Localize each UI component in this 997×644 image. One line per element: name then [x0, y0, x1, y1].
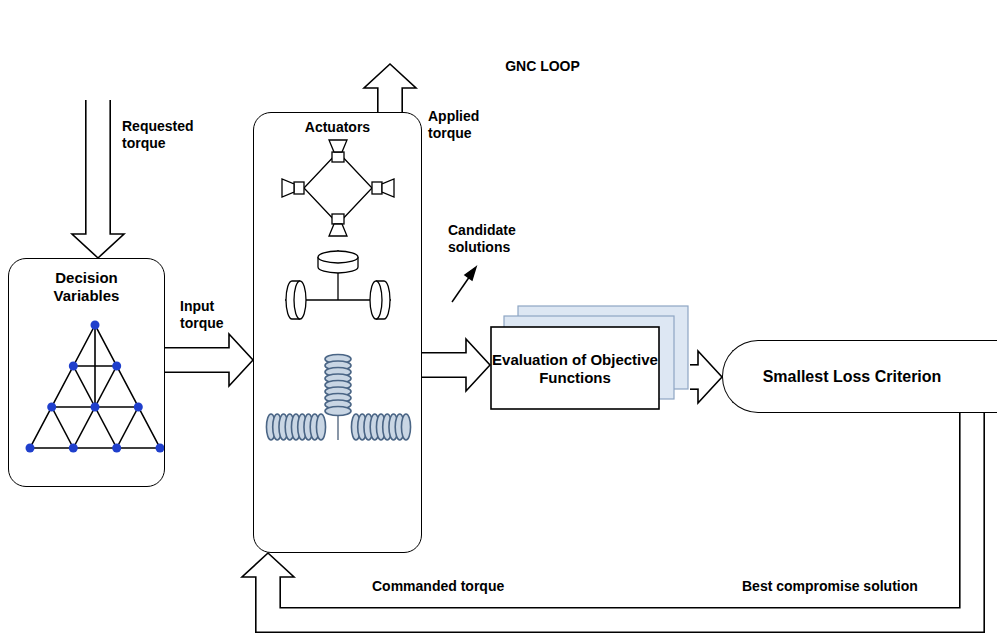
block-arrow [364, 64, 416, 112]
decision-variables-box: Decision Variables [8, 258, 165, 487]
coil-winding [325, 406, 351, 415]
actuators-box: Actuators [253, 112, 422, 553]
node-title: Smallest Loss Criterion [763, 367, 958, 386]
edge-label: Candidate solutions [448, 222, 528, 256]
lattice-points [26, 321, 165, 453]
block-arrow [242, 413, 972, 620]
magnetorquer-coils [266, 354, 410, 440]
leader-arrow [452, 267, 476, 302]
reaction-wheels [285, 250, 391, 319]
simplex-lattice [30, 325, 160, 448]
block-arrow [165, 334, 253, 386]
flow-label: Commanded torque [372, 578, 504, 595]
edge-label: Best compromise solution [742, 578, 918, 595]
coil-winding [401, 414, 410, 440]
node-title: Actuators [254, 119, 421, 136]
edge-label: Input torque [180, 298, 255, 332]
edge-label: Applied torque [428, 108, 503, 142]
block-arrow [690, 351, 722, 403]
block-arrow [422, 339, 490, 391]
criterion-box: Smallest Loss Criterion [722, 340, 997, 413]
node-title: GNC LOOP [88, 58, 997, 75]
node-title: Decision Variables [32, 269, 142, 305]
thruster-cluster [282, 140, 394, 236]
band-outline [8, 0, 997, 104]
block-arrow [72, 100, 124, 258]
gnc-loop-band: GNC LOOP [8, 0, 997, 104]
edge-label: Requested torque [122, 118, 197, 152]
coil-winding [316, 414, 325, 440]
node-title: Evaluation of Objective Functions [490, 327, 660, 410]
evaluation-stack: Evaluation of Objective Functions [490, 305, 690, 418]
